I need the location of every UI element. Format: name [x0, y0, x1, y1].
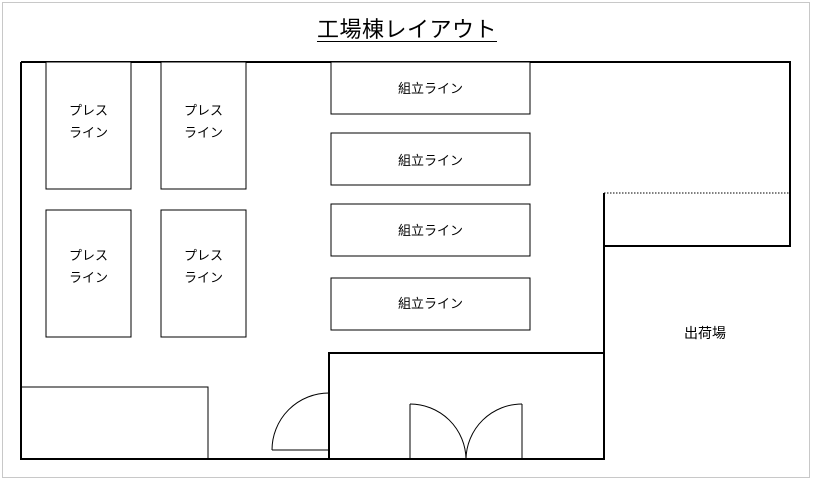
double-door-swing-icon [410, 404, 522, 459]
press-line-label-1: プレス [184, 249, 223, 264]
press-line-label-2: ライン [184, 271, 223, 286]
shipping-area-label: 出荷場 [684, 326, 726, 342]
press-line: プレス ライン [46, 62, 131, 189]
door-swing-icon [272, 390, 329, 450]
assembly-line-label: 組立ライン [398, 82, 463, 97]
press-line-label-2: ライン [69, 126, 108, 141]
assembly-line: 組立ライン [331, 133, 530, 185]
press-line-label-2: ライン [184, 126, 223, 141]
assembly-line: 組立ライン [331, 204, 530, 256]
assembly-line: 組立ライン [331, 278, 530, 330]
lower-room-wall [329, 353, 604, 459]
press-line-label-1: プレス [69, 249, 108, 264]
bottom-left-room [21, 387, 208, 459]
assembly-line-label: 組立ライン [398, 224, 463, 239]
press-line: プレス ライン [161, 62, 246, 189]
press-line-label-1: プレス [184, 104, 223, 119]
assembly-line-label: 組立ライン [398, 154, 463, 169]
press-line-label-2: ライン [69, 271, 108, 286]
assembly-line: 組立ライン [331, 62, 530, 114]
press-line-label-1: プレス [69, 104, 108, 119]
press-line: プレス ライン [161, 210, 246, 337]
assembly-line-label: 組立ライン [398, 297, 463, 312]
press-line: プレス ライン [46, 210, 131, 337]
